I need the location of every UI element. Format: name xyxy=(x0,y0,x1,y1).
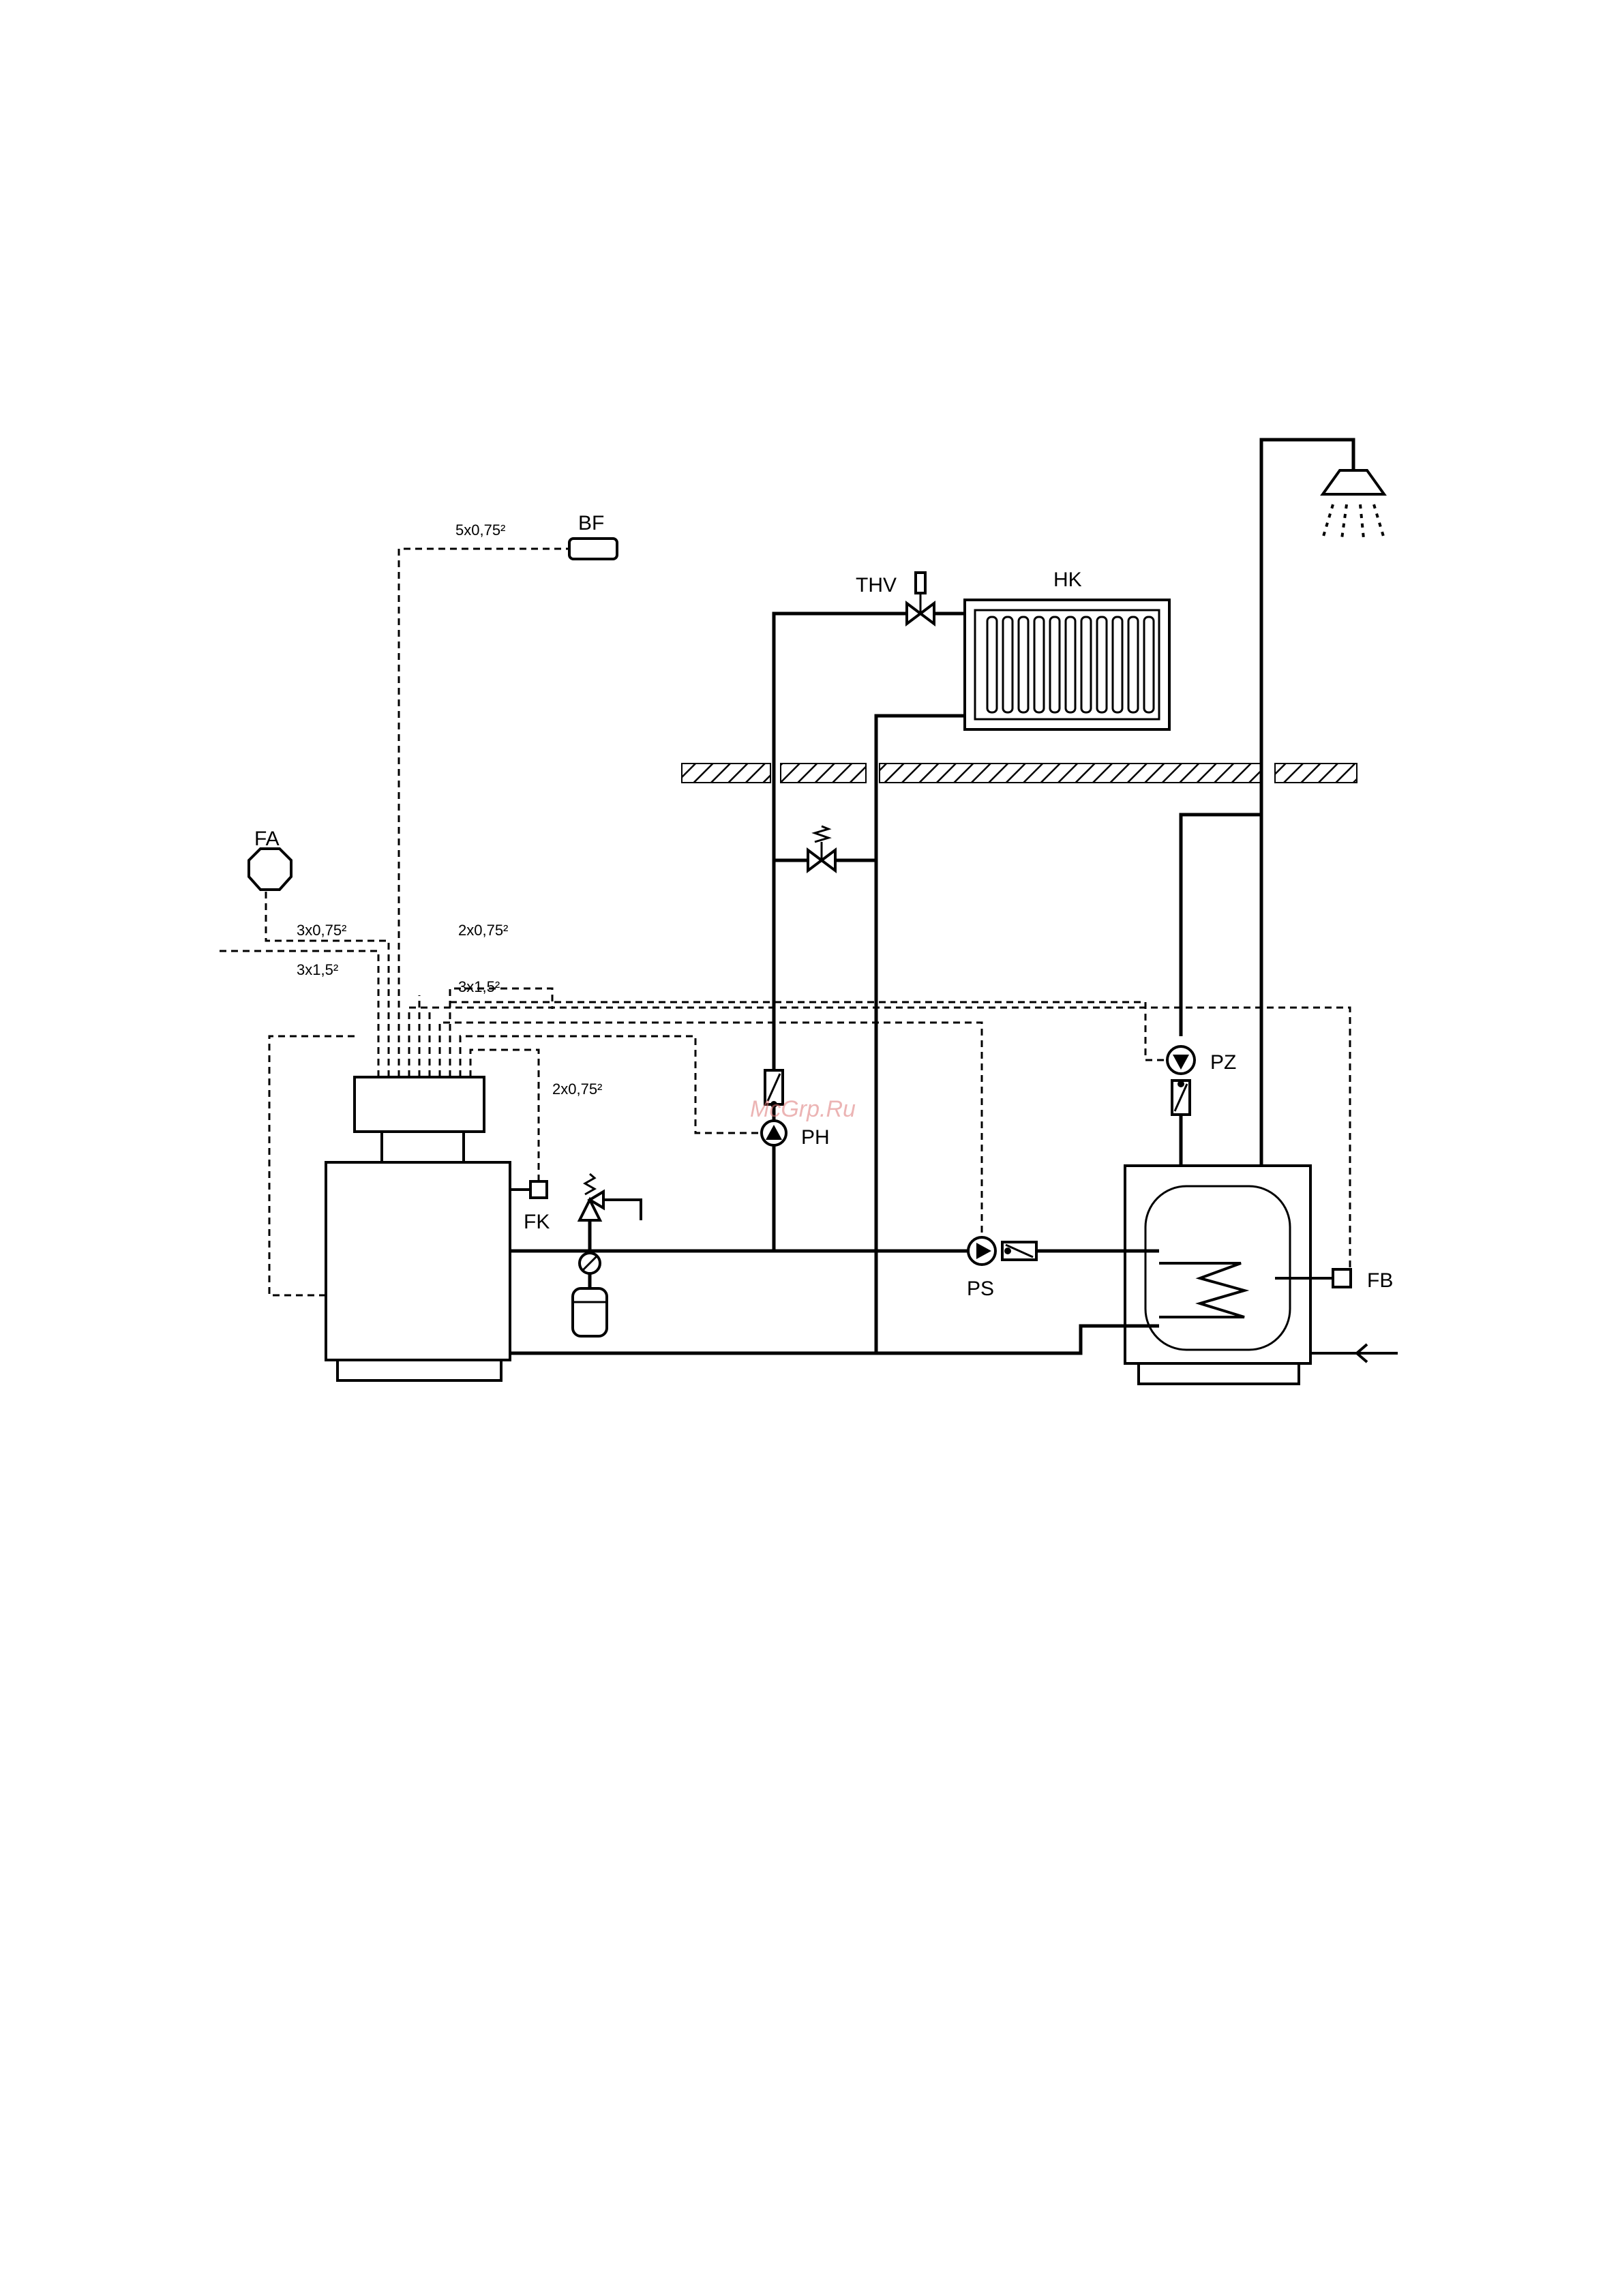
label-pz: PZ xyxy=(1210,1051,1236,1074)
bypass-valve xyxy=(808,826,835,871)
radiator-fin xyxy=(1034,617,1044,712)
label-fk: FK xyxy=(524,1211,550,1233)
radiator-fin xyxy=(987,617,997,712)
pump-ph xyxy=(762,1121,786,1145)
cable-label-6: 2x0,75² xyxy=(552,1081,602,1098)
sensor-fa xyxy=(249,849,291,890)
safety-valve xyxy=(580,1174,603,1220)
cable-label-1: 5x0,75² xyxy=(455,522,505,539)
check-valve-pz xyxy=(1172,1081,1190,1115)
radiator-fin xyxy=(1113,617,1122,712)
radiator-hk xyxy=(965,600,1169,729)
label-fa: FA xyxy=(254,828,280,850)
radiator-fin xyxy=(1144,617,1154,712)
radiator-fin xyxy=(1128,617,1138,712)
boiler xyxy=(326,1077,510,1380)
cable-label-2: 3x0,75² xyxy=(297,922,346,939)
label-fb: FB xyxy=(1367,1269,1393,1292)
cable-label-5: 3x1,5² xyxy=(458,978,500,995)
label-thv: THV xyxy=(856,574,897,596)
radiator-fin xyxy=(1081,617,1091,712)
radiator-fin xyxy=(1003,617,1012,712)
thermostatic-valve-thv xyxy=(907,573,934,624)
pressure-gauge xyxy=(580,1253,600,1273)
label-bf: BF xyxy=(578,512,604,534)
sensor-bf xyxy=(569,539,617,559)
cable-label-3: 3x1,5² xyxy=(297,961,338,978)
pump-ps xyxy=(968,1237,995,1265)
pump-pz xyxy=(1167,1046,1195,1074)
sensor-fk xyxy=(530,1181,547,1198)
shower-head xyxy=(1323,470,1384,539)
label-ps: PS xyxy=(967,1278,994,1300)
radiator-fin xyxy=(1019,617,1028,712)
check-valve-ps xyxy=(1002,1242,1036,1260)
radiator-fin xyxy=(1050,617,1060,712)
boiler-control-unit xyxy=(355,1077,484,1132)
watermark: McGrp.Ru xyxy=(750,1096,856,1122)
radiator-fin xyxy=(1097,617,1107,712)
expansion-vessel xyxy=(573,1288,607,1336)
hot-water-tank xyxy=(1125,1166,1310,1384)
label-hk: HK xyxy=(1053,569,1082,591)
sensor-fb xyxy=(1333,1269,1351,1287)
radiator-fin xyxy=(1066,617,1075,712)
cable-label-4: 2x0,75² xyxy=(458,922,508,939)
floor-slab xyxy=(682,764,1357,783)
label-ph: PH xyxy=(801,1126,830,1149)
